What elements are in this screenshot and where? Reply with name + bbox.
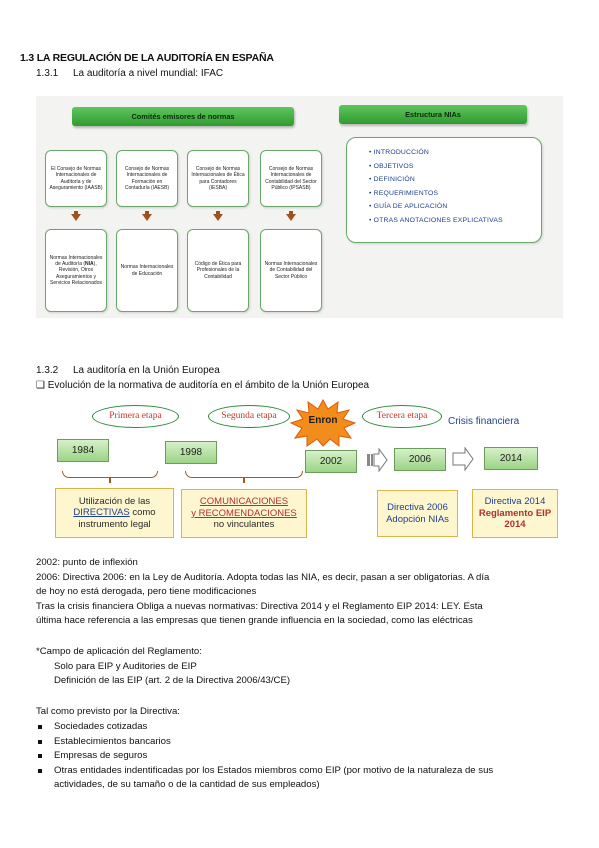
enron-label: Enron [308,415,338,426]
list-item: Establecimientos bancarios [38,735,568,750]
communications-box: COMUNICACIONES y RECOMENDACIONES no vinc… [181,489,307,538]
list-item-continuation: actividades, de su tamaño o de la cantid… [54,779,320,791]
right-arrow-icon [452,447,474,471]
enron-starburst-icon [289,399,357,447]
council-box-iaesb: Consejo de Normas Internacionales de For… [116,150,178,207]
year-2006: 2006 [394,448,446,471]
down-arrow-icon [142,211,152,221]
structure-item: OBJETIVOS [369,160,541,174]
subsection-2-number: 1.3.2 [36,365,59,376]
right-arrow-icon [367,448,388,472]
timeline-explanation: 2002: punto de inflexión 2006: Directiva… [36,557,490,627]
scope-section: *Campo de aplicación del Reglamento: Sol… [36,646,291,687]
structure-item: DEFINICIÓN [369,173,541,187]
structure-item: REQUERIMIENTOS [369,187,541,201]
brace-1984 [62,471,158,483]
ifac-figure: Comités emisores de normas Estructura NI… [36,96,563,318]
council-box-iaasb: El Consejo de Normas Internacionales de … [45,150,107,207]
down-arrow-icon [213,211,223,221]
directive-2014-box: Directiva 2014 Reglamento EIP 2014 [472,489,558,538]
down-arrow-icon [286,211,296,221]
stage-2-label: Segunda etapa [208,405,290,428]
council-box-ipsasb: Consejo de Normas Internacionales de Con… [260,150,322,207]
subsection-2-heading: 1.3.2 La auditoría en la Unión Europea [36,365,220,376]
down-arrow-icon [71,211,81,221]
directives-box: Utilización de las DIRECTIVAS como instr… [55,488,174,538]
year-1998: 1998 [165,441,217,464]
norms-box-ethics: Código de Ética para Profesionales de la… [187,229,249,312]
list-item: Otras entidades indentificadas por los E… [38,764,568,779]
subsection-1-title: La auditoría a nivel mundial: IFAC [73,68,224,79]
checkbox-icon: ❑ [36,380,45,391]
crisis-label: Crisis financiera [448,416,520,427]
norms-box-education: Normas Internacionales de Educación [116,229,178,312]
year-2002: 2002 [305,450,357,473]
subsection-2-title: La auditoría en la Unión Europea [73,365,220,376]
year-1984: 1984 [57,439,109,462]
eip-list: Sociedades cotizadas Establecimientos ba… [38,720,568,793]
structure-header: Estructura NIAs [339,105,527,124]
list-item: Empresas de seguros [38,749,568,764]
brace-1998 [185,471,303,483]
year-2014: 2014 [484,447,538,470]
eu-evolution-text: Evolución de la normativa de auditoría e… [47,380,370,391]
section-title: 1.3 LA REGULACIÓN DE LA AUDITORÍA EN ESP… [20,52,274,64]
council-box-iesba: Consejo de Normas Internacionales de Éti… [187,150,249,207]
directive-2006-box: Directiva 2006 Adopción NIAs [377,490,458,537]
norms-box-public-sector: Normas Internacionales de Contabilidad d… [260,229,322,312]
stage-1-label: Primera etapa [92,405,179,428]
nia-structure-box: INTRODUCCIÓN OBJETIVOS DEFINICIÓN REQUER… [346,137,542,243]
subsection-1-number: 1.3.1 [36,68,59,79]
committees-header: Comités emisores de normas [72,107,294,126]
structure-item: GUÍA DE APLICACIÓN [369,200,541,214]
structure-item: INTRODUCCIÓN [369,146,541,160]
subsection-1-heading: 1.3.1 La auditoría a nivel mundial: IFAC [36,68,223,79]
norms-box-nia: Normas Internacionales de Auditoría (NIA… [45,229,107,312]
structure-item: OTRAS ANOTACIONES EXPLICATIVAS [369,214,541,228]
directive-intro: Tal como previsto por la Directiva: [36,706,180,717]
eu-evolution-heading: ❑ Evolución de la normativa de auditoría… [36,380,369,391]
stage-3-label: Tercera etapa [362,405,442,428]
list-item: Sociedades cotizadas [38,720,568,735]
